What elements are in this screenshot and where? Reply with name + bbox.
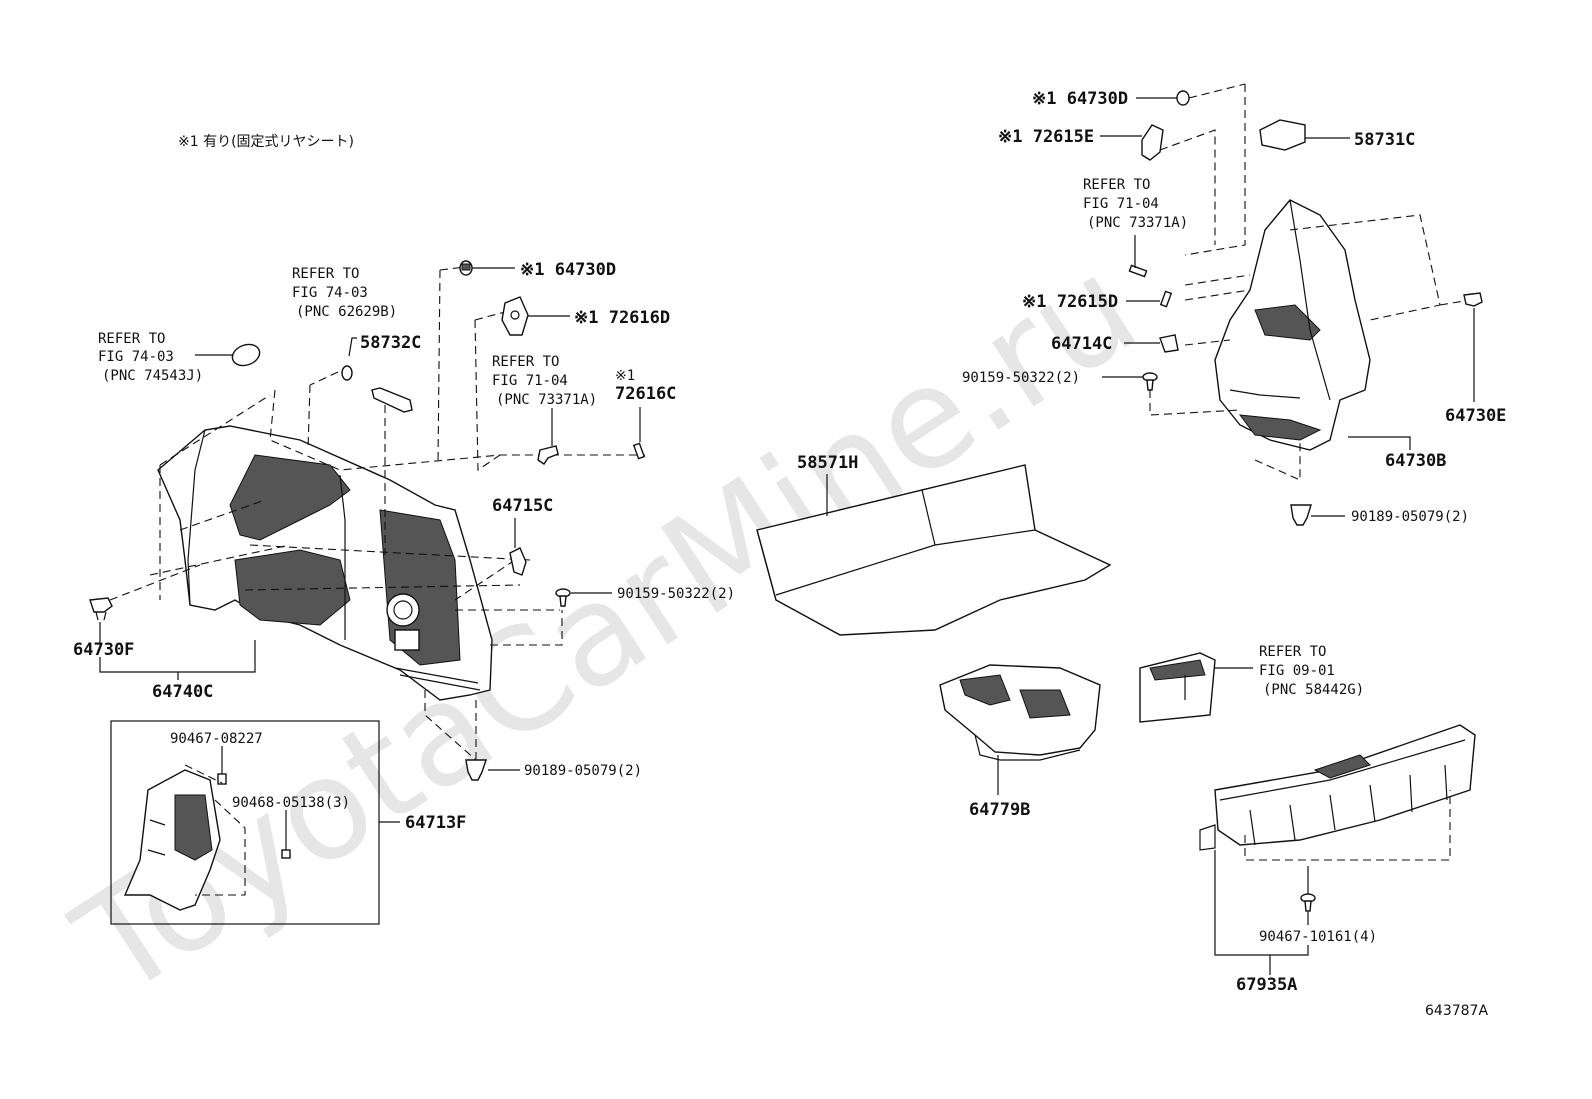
clip-64715c[interactable] bbox=[509, 547, 527, 576]
quarter-trim-panel-64740c[interactable] bbox=[157, 425, 493, 701]
label-72616c: 72616C bbox=[615, 384, 676, 404]
label-64730d-right: ※1 64730D bbox=[1032, 89, 1128, 109]
svg-text:(PNC 74543J): (PNC 74543J) bbox=[102, 368, 203, 384]
svg-text:(PNC 73371A): (PNC 73371A) bbox=[1087, 215, 1188, 231]
label-90467-08227: 90467-08227 bbox=[170, 731, 263, 747]
liner-64713f[interactable] bbox=[123, 769, 221, 911]
cover-72615e[interactable] bbox=[1141, 124, 1164, 161]
fixed-rear-seat-note: ※1 有り(固定式リヤシート) bbox=[178, 134, 354, 150]
label-64715c: 64715C bbox=[492, 496, 553, 516]
left-panel-guides bbox=[109, 266, 645, 761]
watermark: ToyotaCarMine.ru bbox=[49, 226, 1164, 1029]
label-72615d: ※1 72615D bbox=[1022, 292, 1118, 312]
pin-72615d[interactable] bbox=[1159, 290, 1173, 308]
ref-73371a-left: REFER TO FIG 71-04 (PNC 73371A) bbox=[492, 354, 597, 408]
svg-text:REFER TO: REFER TO bbox=[492, 354, 559, 370]
label-72616d: ※1 72616D bbox=[574, 308, 670, 328]
svg-text:(PNC 58442G): (PNC 58442G) bbox=[1263, 682, 1364, 698]
ref-58442g: REFER TO FIG 09-01 (PNC 58442G) bbox=[1259, 644, 1364, 698]
svg-text:(PNC 62629B): (PNC 62629B) bbox=[296, 304, 397, 320]
screw-90159-right[interactable] bbox=[1142, 372, 1158, 391]
clip-refer-73371a-right bbox=[1128, 264, 1148, 278]
label-72616c-mark: ※1 bbox=[615, 368, 635, 384]
quarter-panel-64730b[interactable] bbox=[1214, 199, 1371, 451]
svg-text:REFER TO: REFER TO bbox=[292, 266, 359, 282]
figure-id: 643787A bbox=[1425, 1003, 1488, 1019]
svg-text:FIG 71-04: FIG 71-04 bbox=[492, 373, 568, 389]
grommet-refer-62629b bbox=[341, 365, 353, 381]
right-panel-guides bbox=[1149, 84, 1471, 481]
label-90189-right: 90189-05079(2) bbox=[1351, 509, 1469, 525]
label-90189-left: 90189-05079(2) bbox=[524, 763, 642, 779]
svg-text:(PNC 73371A): (PNC 73371A) bbox=[496, 392, 597, 408]
cap-58731c[interactable] bbox=[1259, 119, 1306, 151]
tool-tray-64779b[interactable] bbox=[939, 664, 1101, 761]
clip-90189-right[interactable] bbox=[1290, 504, 1312, 526]
cap-64714c[interactable] bbox=[1159, 334, 1179, 353]
svg-text:FIG 74-03: FIG 74-03 bbox=[292, 285, 368, 301]
label-64740c: 64740C bbox=[152, 682, 213, 702]
label-64713f: 64713F bbox=[405, 813, 466, 833]
clip-refer-73371a-left bbox=[537, 445, 559, 465]
label-58731c: 58731C bbox=[1354, 130, 1415, 150]
ref-73371a-right: REFER TO FIG 71-04 (PNC 73371A) bbox=[1083, 177, 1188, 231]
label-58732c: 58732C bbox=[360, 333, 421, 353]
pin-72616c[interactable] bbox=[632, 442, 646, 460]
label-58571h: 58571H bbox=[797, 453, 858, 473]
label-72615e: ※1 72615E bbox=[998, 127, 1094, 147]
ref-62629b: REFER TO FIG 74-03 (PNC 62629B) bbox=[292, 266, 397, 320]
svg-text:REFER TO: REFER TO bbox=[1083, 177, 1150, 193]
label-64730e: 64730E bbox=[1445, 406, 1506, 426]
deck-board-58571h[interactable] bbox=[756, 464, 1112, 636]
svg-text:REFER TO: REFER TO bbox=[1259, 644, 1326, 660]
ref-74543j: REFER TO FIG 74-03 (PNC 74543J) bbox=[98, 331, 203, 384]
clip-64730e[interactable] bbox=[1463, 292, 1483, 307]
label-64730b: 64730B bbox=[1385, 451, 1446, 471]
clip-64730f[interactable] bbox=[89, 597, 113, 621]
tool-bag-refer-58442g bbox=[1139, 652, 1216, 723]
svg-text:FIG 09-01: FIG 09-01 bbox=[1259, 663, 1335, 679]
label-90468-05138: 90468-05138(3) bbox=[232, 795, 350, 811]
label-64714c: 64714C bbox=[1051, 334, 1112, 354]
label-90159-left: 90159-50322(2) bbox=[617, 586, 735, 602]
label-90467-10161: 90467-10161(4) bbox=[1259, 929, 1377, 945]
label-67935a: 67935A bbox=[1236, 975, 1297, 995]
hook-58732c[interactable] bbox=[371, 387, 413, 413]
label-64730d-left: ※1 64730D bbox=[520, 260, 616, 280]
clip-90468-05138[interactable] bbox=[281, 849, 291, 859]
clip-64730d-left[interactable] bbox=[459, 260, 473, 276]
bracket-72616d[interactable] bbox=[501, 296, 529, 336]
svg-text:FIG 74-03: FIG 74-03 bbox=[98, 349, 174, 365]
svg-text:FIG 71-04: FIG 71-04 bbox=[1083, 196, 1159, 212]
clip-90189-left[interactable] bbox=[465, 759, 487, 781]
screw-90159-left[interactable] bbox=[555, 588, 571, 607]
label-64779b: 64779B bbox=[969, 800, 1030, 820]
label-90159-right: 90159-50322(2) bbox=[962, 370, 1080, 386]
clip-64730d-right[interactable] bbox=[1176, 90, 1190, 106]
sill-trim-67935a[interactable] bbox=[1199, 724, 1476, 851]
screw-90467-10161[interactable] bbox=[1300, 893, 1316, 912]
svg-text:REFER TO: REFER TO bbox=[98, 331, 165, 347]
label-64730f: 64730F bbox=[73, 640, 134, 660]
cap-refer-74543j bbox=[231, 343, 261, 367]
